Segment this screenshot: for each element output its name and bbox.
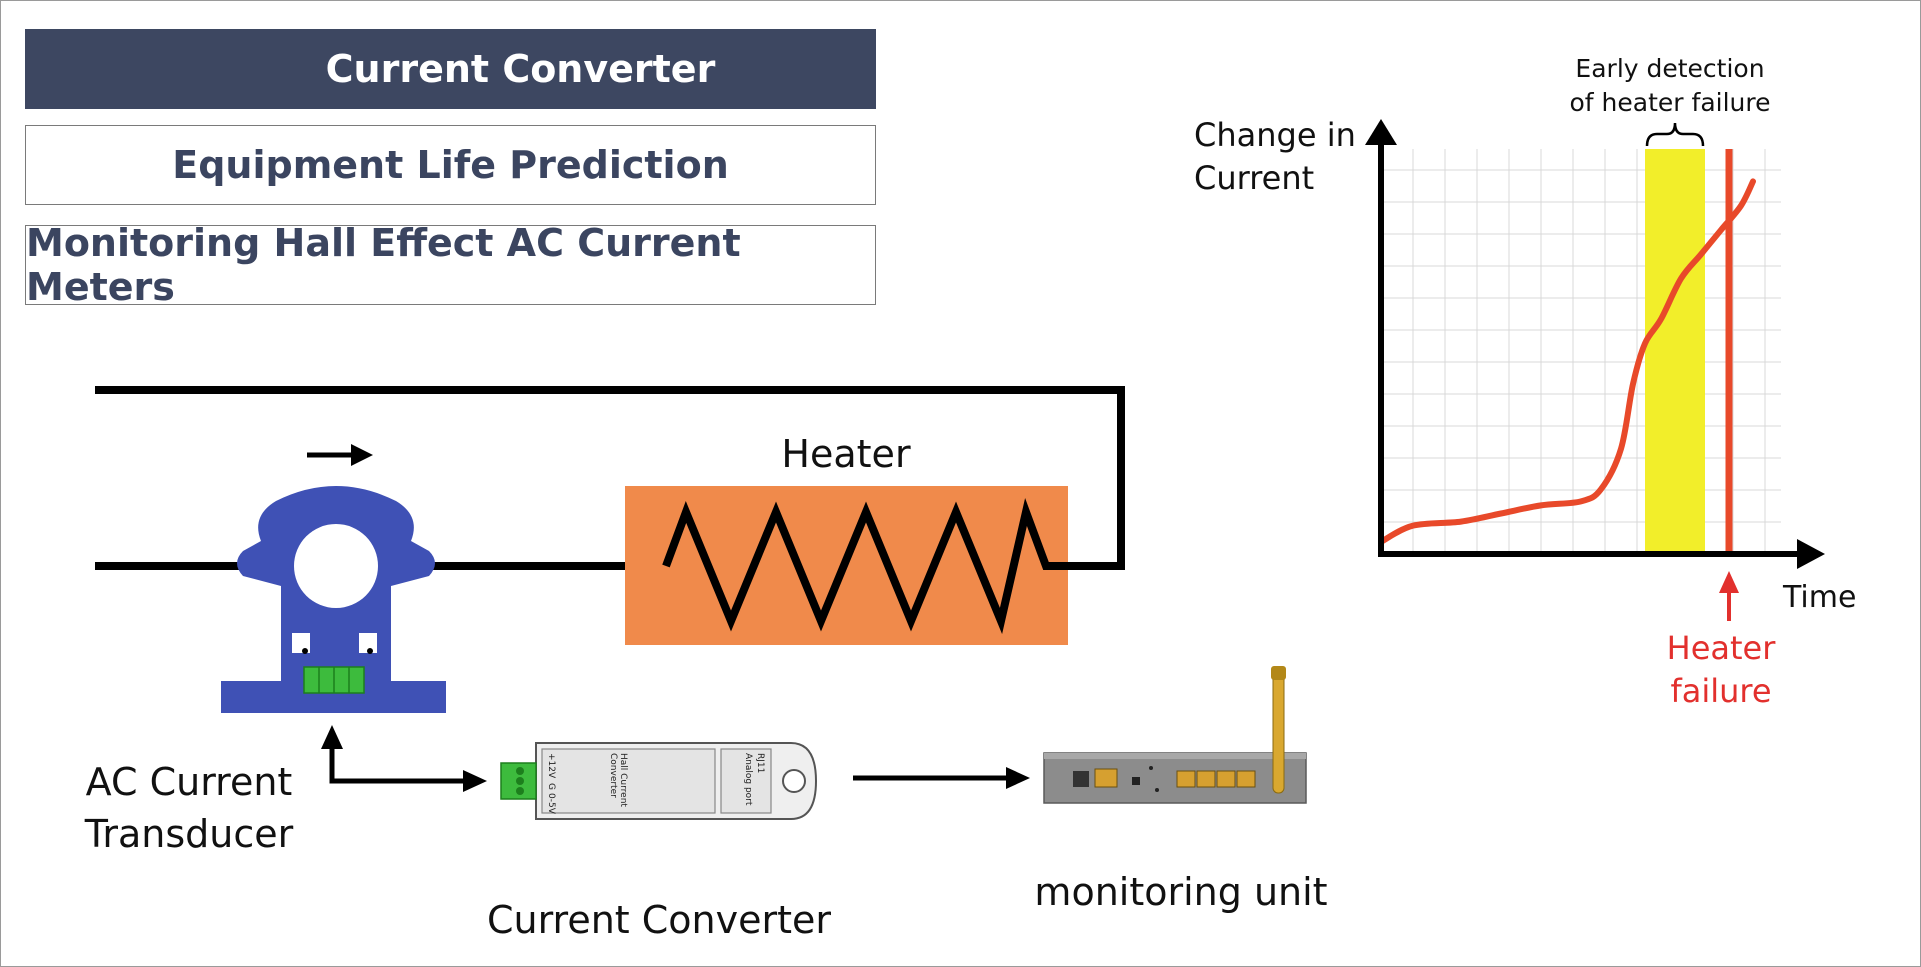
main-title: Current Converter <box>325 47 716 91</box>
current-series-line <box>1378 178 1756 545</box>
failure-arrow-head <box>1719 571 1739 593</box>
heater-coil <box>662 498 1069 635</box>
annotation-top-line1: Early detection <box>1575 54 1764 83</box>
converter-pin-g: G <box>546 783 556 790</box>
chart-grid <box>1381 149 1781 554</box>
x-axis-arrowhead <box>1797 539 1825 569</box>
annotation-bottom-line1: Heater <box>1667 629 1777 667</box>
converter-port-analog: Analog port <box>743 753 753 806</box>
converter-label: Current Converter <box>487 898 831 942</box>
arrow-transducer-to-converter <box>321 725 487 792</box>
main-title-banner: Current Converter <box>25 29 876 109</box>
converter-name-line2: Converter <box>608 753 618 798</box>
subtitle-monitoring: Monitoring Hall Effect AC Current Meters <box>26 221 741 309</box>
chart-ylabel-line1: Change in <box>1194 116 1356 154</box>
heater-label: Heater <box>781 432 911 476</box>
detection-brace <box>1645 122 1705 147</box>
transducer-label-line1: AC Current <box>86 760 293 804</box>
converter-port-rj11: RJ11 <box>755 753 765 773</box>
monitoring-label: monitoring unit <box>1034 870 1327 914</box>
arrow-converter-to-monitor <box>853 767 1030 789</box>
annotation-top-line2: of heater failure <box>1570 88 1771 117</box>
converter-name-line1: Hall Current <box>618 753 628 807</box>
current-change-chart: Change in Current Time Early detection o… <box>1194 54 1856 710</box>
transducer-label-line2: Transducer <box>84 812 294 856</box>
y-axis-arrowhead <box>1365 119 1397 145</box>
converter-pin-05v: 0-5V <box>546 793 556 815</box>
subtitle-box-1: Equipment Life Prediction <box>25 125 876 205</box>
current-converter-device: +12V G 0-5V Hall Current Converter RJ11 … <box>500 742 818 820</box>
annotation-bottom-line2: failure <box>1670 672 1771 710</box>
subtitle-life-prediction: Equipment Life Prediction <box>172 143 729 187</box>
chart-xlabel: Time <box>1782 580 1856 615</box>
early-detection-band <box>1645 149 1705 554</box>
circuit-wire <box>95 386 1125 570</box>
ac-current-transducer <box>221 486 446 713</box>
converter-pin-12v: +12V <box>546 753 556 779</box>
monitoring-unit-device <box>1043 666 1307 804</box>
current-direction-arrow <box>307 444 373 466</box>
chart-ylabel-line2: Current <box>1194 159 1314 197</box>
subtitle-box-2: Monitoring Hall Effect AC Current Meters <box>25 221 876 309</box>
